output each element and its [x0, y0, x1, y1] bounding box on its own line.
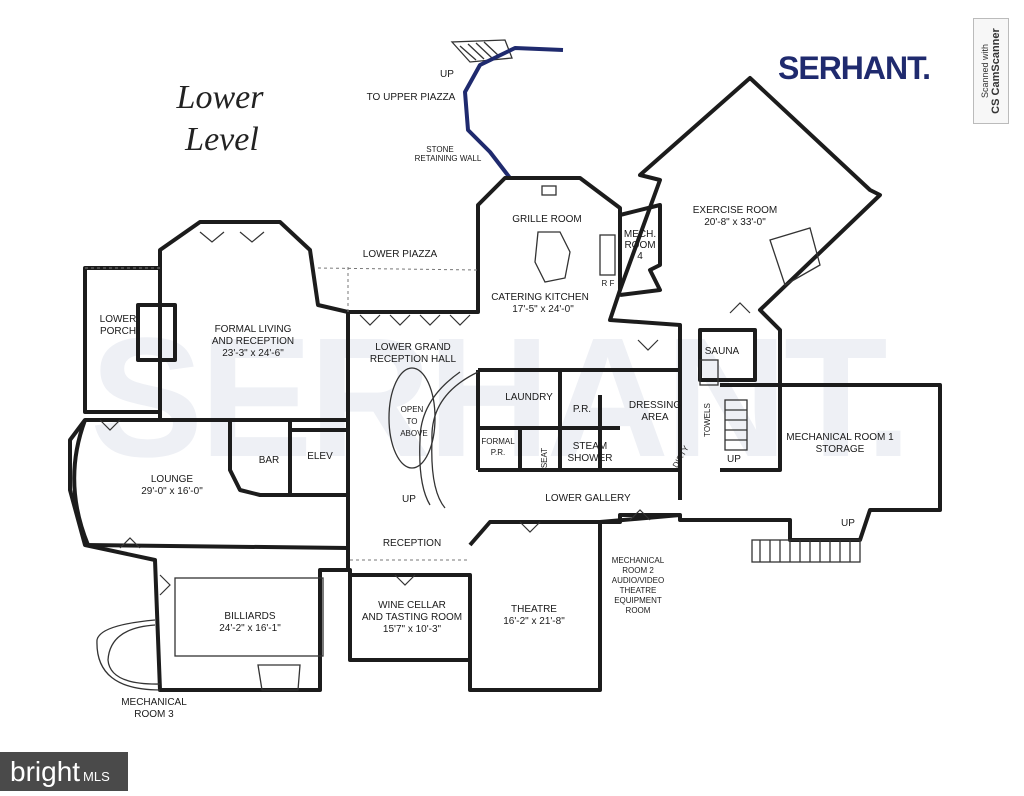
label-dressing-a: DRESSING	[629, 400, 681, 411]
label-mech1-a: MECHANICAL ROOM 1	[786, 432, 894, 443]
label-wine-b: AND TASTING ROOM	[362, 612, 462, 623]
interior-walls	[84, 203, 782, 660]
room-labels: UP TO UPPER PIAZZA STONE RETAINING WALL …	[100, 69, 894, 720]
label-stone-2: RETAINING WALL	[415, 154, 482, 163]
label-catering-kitchen-dim: 17'-5" x 24'-0"	[512, 304, 574, 315]
stone-retaining-wall	[463, 46, 564, 180]
label-lounge: LOUNGE	[151, 474, 194, 485]
label-mech2-e: EQUIPMENT	[614, 596, 662, 605]
bright-logo-text: bright	[10, 756, 81, 787]
label-mech4-c: 4	[637, 251, 643, 262]
label-wine-a: WINE CELLAR	[378, 600, 446, 611]
label-catering-kitchen: CATERING KITCHEN	[491, 292, 589, 303]
label-up-grand: UP	[402, 494, 416, 505]
label-to-upper-piazza: TO UPPER PIAZZA	[367, 92, 456, 103]
label-sauna: SAUNA	[705, 346, 740, 357]
label-grand-hall-a: LOWER GRAND	[375, 342, 451, 353]
label-grille-room: GRILLE ROOM	[512, 214, 581, 225]
label-billiards: BILLIARDS	[224, 611, 275, 622]
label-theatre: THEATRE	[511, 604, 557, 615]
label-mech2-c: AUDIO/VIDEO	[612, 576, 664, 585]
label-steam-b: SHOWER	[568, 453, 613, 464]
label-formal-living-dim: 23'-3" x 24'-6"	[222, 348, 284, 359]
label-stone-1: STONE	[426, 145, 453, 154]
label-mech2-d: THEATRE	[620, 586, 657, 595]
title-line-2: Level	[184, 121, 259, 158]
label-open-a: OPEN	[401, 405, 424, 414]
camscanner-line-1: Scanned with	[980, 43, 990, 99]
label-up-top: UP	[440, 69, 454, 80]
label-up-far-right: UP	[841, 518, 855, 529]
label-towels: TOWELS	[703, 403, 712, 437]
label-bar: BAR	[259, 455, 280, 466]
label-mech3-a: MECHANICAL	[121, 697, 187, 708]
label-mech2-f: ROOM	[626, 606, 651, 615]
label-mech4-b: ROOM	[624, 240, 655, 251]
label-steam-a: STEAM	[573, 441, 607, 452]
label-pr: P.R.	[573, 404, 591, 415]
label-up-stair-right: UP	[727, 454, 741, 465]
label-exercise-room-dim: 20'-8" x 33'-0"	[704, 217, 766, 228]
camscanner-cs-badge: CS	[990, 98, 1002, 114]
dashed-openings	[85, 265, 479, 561]
exterior-stair-top	[450, 39, 513, 63]
title-line-1: Lower	[176, 79, 265, 116]
label-open-c: ABOVE	[400, 429, 428, 438]
serhant-logo: SERHANT.	[778, 50, 931, 86]
label-theatre-dim: 16'-2" x 21'-8"	[503, 616, 565, 627]
label-formal-pr-a: FORMAL	[481, 437, 515, 446]
label-formal-pr-b: P.R.	[491, 448, 506, 457]
label-lounge-dim: 29'-0" x 16'-0"	[141, 486, 203, 497]
label-lower-porch-a: LOWER	[100, 314, 137, 325]
label-dressing-b: AREA	[641, 412, 669, 423]
label-exercise-room: EXERCISE ROOM	[693, 205, 777, 216]
label-mech1-b: STORAGE	[816, 444, 865, 455]
label-grand-hall-b: RECEPTION HALL	[370, 354, 457, 365]
label-lower-gallery: LOWER GALLERY	[545, 493, 631, 504]
label-mech3-b: ROOM 3	[134, 709, 174, 720]
label-lower-piazza: LOWER PIAZZA	[363, 249, 438, 260]
label-mech4-a: MECH.	[624, 229, 656, 240]
label-reception: RECEPTION	[383, 538, 441, 549]
label-mech2-a: MECHANICAL	[612, 556, 665, 565]
label-laundry: LAUNDRY	[505, 392, 553, 403]
serhant-watermark: SERHANT.	[90, 303, 912, 493]
label-billiards-dim: 24'-2" x 16'-1"	[219, 623, 281, 634]
label-formal-living-b: AND RECEPTION	[212, 336, 294, 347]
label-mech2-b: ROOM 2	[622, 566, 654, 575]
label-lower-porch-b: PORCH	[100, 326, 136, 337]
door-swings	[99, 231, 751, 596]
camscanner-line-2: CamScanner	[990, 28, 1002, 96]
bright-logo-suffix: MLS	[83, 769, 110, 784]
fixtures	[174, 185, 861, 691]
label-rf: R F	[602, 279, 615, 288]
curved-features	[72, 367, 479, 691]
label-elev: ELEV	[307, 451, 333, 462]
label-open-b: TO	[407, 417, 418, 426]
label-seat: SEAT	[540, 448, 549, 468]
camscanner-badge: Scanned with CS CamScanner	[973, 18, 1009, 124]
label-wine-dim: 15'7" x 10'-3"	[383, 624, 442, 635]
label-formal-living-a: FORMAL LIVING	[215, 324, 292, 335]
